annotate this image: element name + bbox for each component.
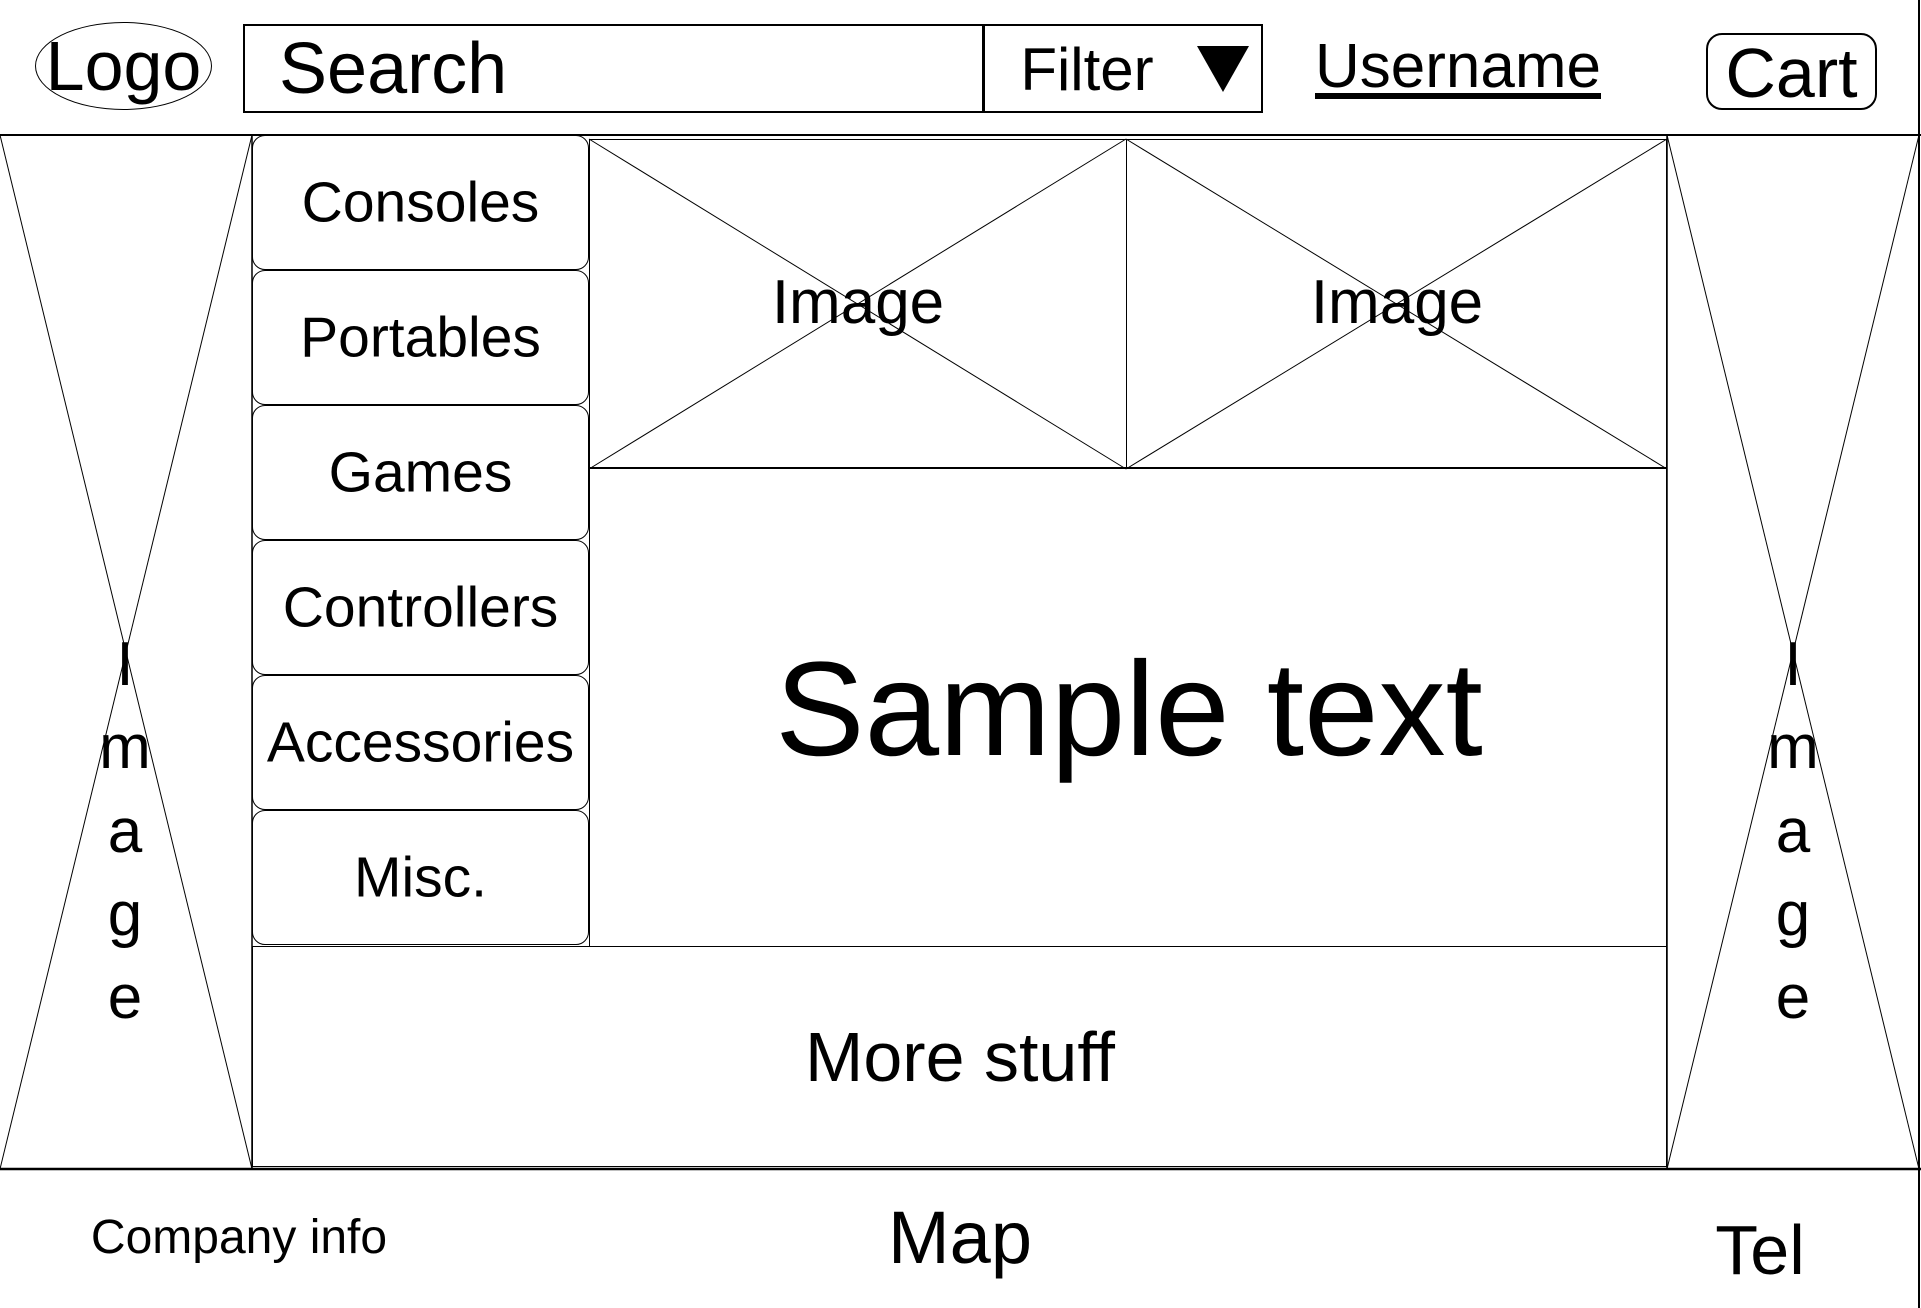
left-side-image: I m a g e [0, 135, 252, 1169]
hero-image-label: Image [771, 268, 945, 337]
sidebar-item-controllers[interactable]: Controllers [252, 540, 589, 675]
triangle-down-icon [1197, 46, 1249, 92]
image-letter: e [107, 963, 143, 1032]
hero-image: Image [589, 139, 1127, 469]
hero-image-label: Image [1310, 268, 1484, 337]
map-link[interactable]: Map [888, 1196, 1032, 1279]
cart-label: Cart [1725, 33, 1858, 112]
image-letter: g [107, 880, 143, 949]
sidebar-item-consoles[interactable]: Consoles [252, 135, 589, 270]
sidebar-item-label: Consoles [301, 170, 540, 234]
logo[interactable]: Logo [35, 22, 212, 110]
sidebar-item-games[interactable]: Games [252, 405, 589, 540]
sidebar-item-label: Misc. [354, 845, 487, 909]
image-letter: e [1775, 963, 1811, 1032]
sidebar-item-label: Games [328, 440, 513, 504]
sample-text-panel: Sample text [589, 467, 1667, 947]
image-letter: I [116, 630, 134, 699]
company-info-link[interactable]: Company info [90, 1211, 388, 1264]
right-side-image: I m a g e [1667, 135, 1919, 1169]
image-letter: m [99, 713, 151, 782]
search-input[interactable] [243, 24, 983, 113]
sidebar-item-label: Portables [300, 305, 541, 369]
sample-text: Sample text [775, 635, 1483, 784]
cart-button[interactable]: Cart [1706, 33, 1877, 110]
filter-dropdown[interactable]: Filter [983, 24, 1263, 113]
image-letter: a [107, 797, 143, 866]
username-link[interactable]: Username [1315, 32, 1601, 101]
sidebar-item-portables[interactable]: Portables [252, 270, 589, 405]
more-stuff-label: More stuff [805, 1018, 1115, 1096]
filter-label: Filter [1020, 36, 1154, 103]
hero-image: Image [1126, 139, 1667, 469]
more-stuff-panel: More stuff [252, 946, 1667, 1167]
image-letter: m [1767, 713, 1819, 782]
sidebar-item-label: Accessories [266, 710, 575, 774]
sidebar-item-misc[interactable]: Misc. [252, 810, 589, 945]
image-letter: g [1775, 880, 1811, 949]
image-letter: a [1775, 797, 1811, 866]
tel-link[interactable]: Tel [1715, 1211, 1805, 1289]
logo-label: Logo [45, 27, 202, 105]
image-letter: I [1784, 630, 1802, 699]
sidebar-item-accessories[interactable]: Accessories [252, 675, 589, 810]
sidebar-item-label: Controllers [282, 575, 559, 639]
